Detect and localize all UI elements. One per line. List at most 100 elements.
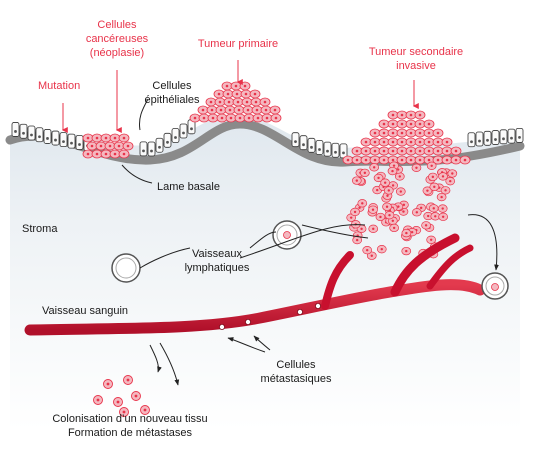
epithelial-nucleus [518, 136, 521, 139]
epithelial-nucleus [294, 140, 297, 143]
invading-nucleus [442, 216, 444, 218]
epithelial-cell [60, 133, 67, 147]
invading-nucleus [402, 210, 404, 212]
label-primary-tumor: Tumeur primaire [198, 38, 278, 50]
vessel-metastatic-cell [245, 319, 250, 324]
epithelial-nucleus [150, 150, 153, 153]
epithelial-nucleus [78, 143, 81, 146]
invasive-nucleus [410, 114, 413, 117]
invading-nucleus [442, 207, 444, 209]
primary-tumor-nucleus [237, 101, 240, 104]
invasive-nucleus [419, 114, 422, 117]
epithelial-nucleus [318, 148, 321, 151]
epithelial-cell [28, 126, 35, 140]
invasive-nucleus [383, 150, 386, 153]
label-metastatic-line1: Cellules [276, 359, 316, 371]
label-cancer-cells-line1: Cellules [97, 19, 137, 31]
invasive-nucleus [383, 123, 386, 126]
epithelial-nucleus [46, 137, 49, 140]
colonising-nucleus [97, 399, 100, 402]
invasive-nucleus [419, 132, 422, 135]
invading-nucleus [386, 206, 388, 208]
primary-tumor-nucleus [227, 93, 230, 96]
invading-nucleus [354, 211, 356, 213]
colonising-nucleus [107, 383, 110, 386]
invading-nucleus [432, 176, 434, 178]
invasive-nucleus [410, 123, 413, 126]
invading-nucleus [425, 224, 427, 226]
colonising-nucleus [117, 401, 120, 404]
primary-tumor-nucleus [266, 117, 269, 120]
invasive-nucleus [428, 141, 431, 144]
invasive-nucleus [464, 159, 467, 162]
invading-nucleus [388, 189, 390, 191]
invading-nucleus [430, 165, 432, 167]
epithelial-cell [140, 142, 147, 156]
invading-nucleus [415, 167, 417, 169]
invasive-nucleus [374, 141, 377, 144]
primary-tumor-nucleus [254, 93, 257, 96]
invading-nucleus [442, 175, 444, 177]
invasive-nucleus [383, 132, 386, 135]
invading-nucleus [381, 248, 383, 250]
invasive-nucleus [365, 159, 368, 162]
invading-nucleus [427, 215, 429, 217]
primary-tumor-nucleus [229, 109, 232, 112]
primary-tumor-nucleus [203, 117, 206, 120]
primary-tumor-nucleus [221, 117, 224, 120]
invasive-nucleus [446, 159, 449, 162]
invasive-nucleus [392, 114, 395, 117]
invading-nucleus [391, 170, 393, 172]
label-lymphatics-line1: Vaisseaux [192, 248, 242, 260]
invading-nucleus [371, 255, 373, 257]
primary-tumor-nucleus [226, 85, 229, 88]
invasive-nucleus [446, 150, 449, 153]
label-colonisation-line2: Formation de métastases [68, 427, 193, 439]
epithelial-nucleus [510, 137, 513, 140]
epithelial-cell [484, 131, 491, 145]
neoplastic-cell-nucleus [109, 145, 112, 148]
invading-nucleus [393, 164, 395, 166]
primary-tumor-nucleus [210, 101, 213, 104]
neoplastic-cell-nucleus [91, 145, 94, 148]
epithelial-nucleus [22, 132, 25, 135]
invading-nucleus [433, 207, 435, 209]
label-cancer-cells-line3: (néoplasie) [90, 47, 144, 59]
colonising-nucleus [144, 409, 147, 412]
invading-nucleus [373, 166, 375, 168]
invading-nucleus [392, 220, 394, 222]
invasive-nucleus [365, 141, 368, 144]
primary-tumor-nucleus [264, 101, 267, 104]
invading-nucleus [451, 172, 453, 174]
vessel-metastatic-cell [297, 309, 302, 314]
primary-tumor-nucleus [219, 101, 222, 104]
invading-nucleus [356, 179, 358, 181]
primary-tumor-nucleus [248, 117, 251, 120]
invading-nucleus [405, 250, 407, 252]
epithelial-cell [516, 128, 523, 142]
epithelial-cell [332, 143, 339, 157]
invasive-nucleus [401, 114, 404, 117]
label-colonisation-line1: Colonisation d’un nouveau tissu [52, 413, 207, 425]
epithelial-nucleus [494, 138, 497, 141]
neoplastic-cell-nucleus [87, 137, 90, 140]
invasive-nucleus [428, 159, 431, 162]
label-secondary-tumor-line2: invasive [396, 60, 436, 72]
invasive-nucleus [437, 141, 440, 144]
epithelial-cell [156, 138, 163, 152]
epithelial-cell [164, 133, 171, 147]
lymph-cell-center [284, 232, 291, 239]
label-cancer-cells-line2: cancéreuses [86, 33, 149, 45]
invasive-nucleus [410, 150, 413, 153]
epithelial-cell [44, 129, 51, 143]
primary-tumor-nucleus [230, 117, 233, 120]
primary-tumor-nucleus [265, 109, 268, 112]
invading-nucleus [377, 177, 379, 179]
invading-nucleus [366, 249, 368, 251]
primary-tumor-nucleus [235, 85, 238, 88]
epithelial-cell [148, 142, 155, 156]
invading-nucleus [356, 239, 358, 241]
epithelial-cell [76, 135, 83, 149]
invading-nucleus [388, 214, 390, 216]
invasive-nucleus [392, 150, 395, 153]
